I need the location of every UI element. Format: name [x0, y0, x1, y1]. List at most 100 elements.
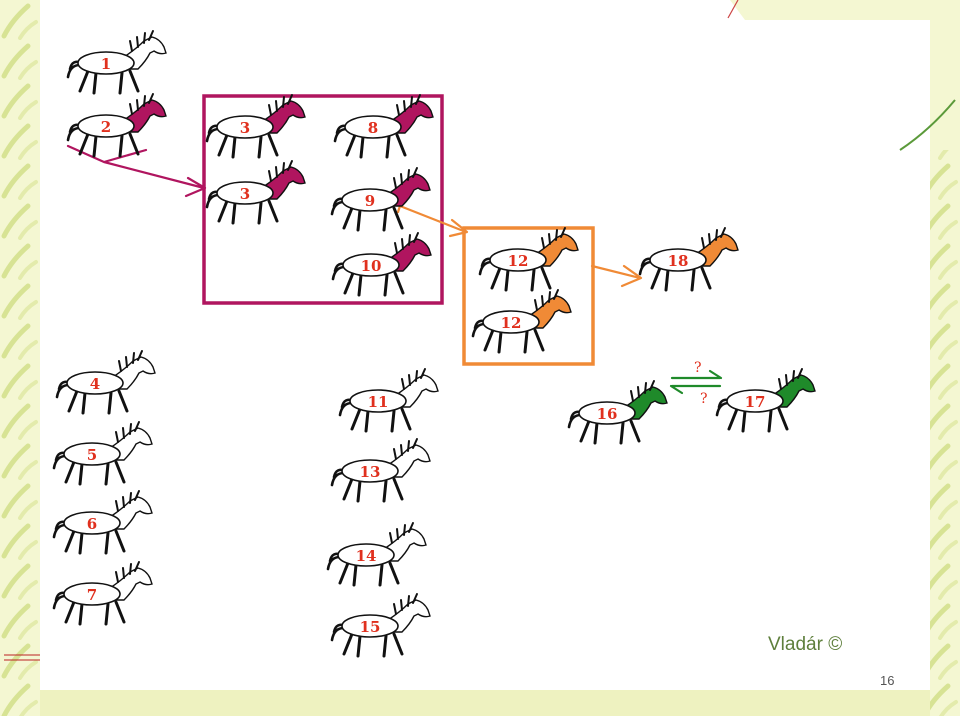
horse-body	[63, 442, 121, 466]
horse-leg	[777, 407, 789, 431]
left-border-pattern	[0, 0, 42, 716]
horse-leg	[342, 206, 354, 230]
horse-number: 9	[365, 192, 375, 210]
horse-body	[341, 614, 399, 638]
horse-leg	[92, 134, 98, 158]
horse: 5	[52, 421, 153, 486]
horse-leg	[118, 134, 124, 158]
horse-leg	[350, 407, 362, 431]
horse-leg	[629, 419, 641, 443]
horse: 4	[55, 350, 156, 415]
horse-leg	[345, 133, 357, 157]
horse-leg	[664, 268, 670, 292]
horse: 10	[331, 232, 432, 297]
horse-mane	[393, 438, 418, 460]
left-red-lines	[4, 654, 40, 661]
horse-mane	[394, 232, 419, 254]
horse-head	[109, 427, 153, 461]
horse-leg	[78, 602, 84, 626]
horse-body	[66, 371, 124, 395]
horse-leg	[490, 266, 502, 290]
horse-leg	[497, 330, 503, 354]
horse-leg	[78, 132, 90, 156]
horse-leg	[104, 602, 110, 626]
horse-head	[123, 99, 167, 133]
horse-body	[726, 389, 784, 413]
horse-number: 12	[501, 314, 522, 332]
question-mark: ?	[700, 391, 708, 407]
horse-body	[342, 253, 400, 277]
horse-mane	[630, 380, 655, 402]
red-slash-mark	[727, 0, 739, 19]
equilibrium-arrow-right	[670, 369, 723, 380]
horse: 3	[205, 94, 306, 159]
equilibrium-arrow-left	[669, 384, 722, 395]
horse-body	[216, 181, 274, 205]
horse-number: 16	[597, 405, 618, 423]
horse-leg	[78, 69, 90, 93]
horse-leg	[741, 409, 747, 433]
horse-head	[109, 567, 153, 601]
horse-leg	[92, 71, 98, 95]
horse-body	[578, 401, 636, 425]
horse-head	[395, 374, 439, 408]
horse-number: 18	[668, 252, 689, 270]
author-credit: Vladár ©	[768, 634, 843, 655]
horse-leg	[78, 531, 84, 555]
horse-leg	[78, 462, 84, 486]
horse-mane	[118, 350, 143, 372]
horse-leg	[128, 69, 140, 93]
horse-body	[77, 51, 135, 75]
horse-leg	[118, 71, 124, 95]
green-swoosh-line	[899, 99, 956, 151]
orange-arrow-2	[590, 264, 643, 288]
horse-leg	[267, 133, 279, 157]
horse-number: 11	[368, 393, 389, 411]
horse-leg	[619, 421, 625, 445]
horse-mane	[701, 227, 726, 249]
horse-leg	[128, 132, 140, 156]
horse-leg	[231, 135, 237, 159]
horse-mane	[389, 522, 414, 544]
horse-number: 17	[745, 393, 766, 411]
horse-head	[112, 356, 156, 390]
horse-leg	[117, 389, 129, 413]
horse-leg	[64, 600, 76, 624]
horse-mane	[115, 490, 140, 512]
horse-leg	[504, 268, 510, 292]
horse-leg	[356, 634, 362, 658]
horse-body	[344, 115, 402, 139]
horse-leg	[257, 201, 263, 225]
horse-mane	[393, 167, 418, 189]
horse-leg	[342, 632, 354, 656]
horse-head	[388, 238, 432, 272]
horse-leg	[650, 266, 662, 290]
horse-leg	[257, 135, 263, 159]
horse-leg	[593, 421, 599, 445]
horse-body	[482, 310, 540, 334]
horse-mane	[396, 94, 421, 116]
horse-head	[624, 386, 668, 420]
horse-number: 5	[87, 446, 97, 464]
horse-leg	[267, 199, 279, 223]
right-border-pattern	[930, 150, 960, 716]
horse-leg	[352, 563, 358, 587]
horse-leg	[114, 460, 126, 484]
horse-body	[341, 459, 399, 483]
horse-leg	[343, 271, 355, 295]
horse-number: 13	[360, 463, 381, 481]
horse: 9	[330, 167, 431, 232]
slide-number: 16	[880, 673, 895, 688]
horse-head	[109, 496, 153, 530]
horse-body	[63, 582, 121, 606]
horse: 8	[333, 94, 434, 159]
horse-mane	[393, 593, 418, 615]
horse-leg	[356, 479, 362, 503]
horse-leg	[104, 462, 110, 486]
horse-leg	[359, 135, 365, 159]
horse-head	[262, 166, 306, 200]
horse-head	[123, 36, 167, 70]
horse: 12	[471, 289, 572, 354]
horse: 18	[638, 227, 739, 292]
